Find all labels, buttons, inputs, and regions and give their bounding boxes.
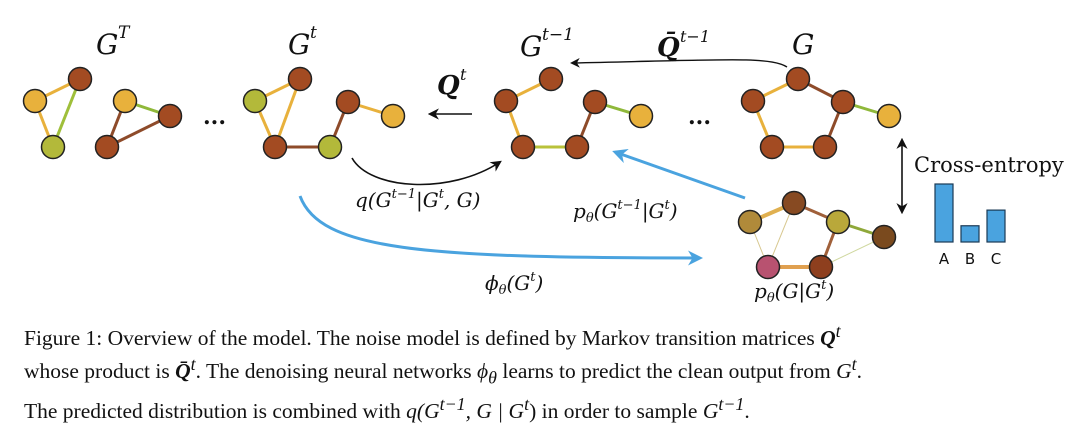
label-phi-theta: ϕθ(Gt) <box>485 270 543 298</box>
label-p-theta-clean: pθ(G|Gt) <box>754 278 834 306</box>
posterior-arrow <box>351 157 502 186</box>
graph-node <box>287 66 313 92</box>
bar-B <box>960 225 980 243</box>
label-p-theta-reverse: pθ(Gt−1|Gt) <box>573 198 678 226</box>
ellipsis-2: ... <box>688 104 711 130</box>
label-Gt-minus-1: G t−1 <box>520 25 574 63</box>
graph-node <box>812 134 838 160</box>
p-theta-arrow <box>612 148 746 200</box>
graph-node <box>493 88 519 114</box>
label-Qbar: Q̄ t−1 <box>657 27 710 63</box>
svg-text:t−1: t−1 <box>542 25 574 45</box>
svg-text:t: t <box>460 65 467 84</box>
graph-node <box>628 103 654 129</box>
graph-node <box>317 134 343 160</box>
label-q-posterior: q(Gt−1|Gt, G) <box>355 187 480 213</box>
label-Gt: G t <box>288 23 317 61</box>
graph-node <box>582 89 608 115</box>
graph-node <box>510 134 536 160</box>
Qbar-arrow <box>570 57 788 68</box>
graph-node <box>40 134 66 160</box>
bar-label-C: C <box>991 250 1001 268</box>
svg-text:Q̄: Q̄ <box>657 31 680 63</box>
svg-text:G: G <box>96 28 118 61</box>
bar-label-B: B <box>965 250 975 268</box>
svg-text:G: G <box>520 30 542 63</box>
graph-node <box>781 190 807 216</box>
graph-node <box>755 254 781 280</box>
graph-node <box>740 88 766 114</box>
graph-node <box>335 89 361 115</box>
svg-text:t: t <box>310 23 317 43</box>
graph-node <box>242 88 268 114</box>
svg-text:T: T <box>118 23 131 43</box>
graph-node <box>112 88 138 114</box>
bar-label-A: A <box>939 250 950 268</box>
graph-node <box>808 254 834 280</box>
graph-node <box>876 103 902 129</box>
label-cross-entropy: Cross-entropy <box>914 153 1064 177</box>
graph-node <box>67 66 93 92</box>
svg-text:t−1: t−1 <box>680 27 710 46</box>
phi-arrow <box>298 195 703 266</box>
label-GT: G T <box>96 23 131 61</box>
graph-node <box>262 134 288 160</box>
svg-text:Q: Q <box>437 71 460 101</box>
graph-node <box>825 209 851 235</box>
graph-node <box>871 224 897 250</box>
graph-node <box>830 89 856 115</box>
graphs <box>22 66 902 280</box>
graph-node <box>564 134 590 160</box>
graph-node <box>759 134 785 160</box>
figure-caption: Figure 1: Overview of the model. The noi… <box>24 321 862 423</box>
svg-text:G: G <box>288 28 310 61</box>
graph-node <box>22 88 48 114</box>
svg-text:G: G <box>792 28 814 61</box>
model-overview-diagram: G T G t G t−1 G Q t Q̄ t−1 ... ... q(Gt−… <box>22 23 1064 306</box>
label-Qt: Q t <box>437 65 467 101</box>
bar-C <box>986 209 1006 243</box>
graph-node <box>785 66 811 92</box>
ellipsis-1: ... <box>203 104 226 130</box>
graph-node <box>737 209 763 235</box>
graph-node <box>157 103 183 129</box>
bar-A <box>934 183 954 243</box>
label-G: G <box>792 28 814 61</box>
graph-node <box>538 66 564 92</box>
graph-node <box>380 103 406 129</box>
graph-node <box>94 134 120 160</box>
